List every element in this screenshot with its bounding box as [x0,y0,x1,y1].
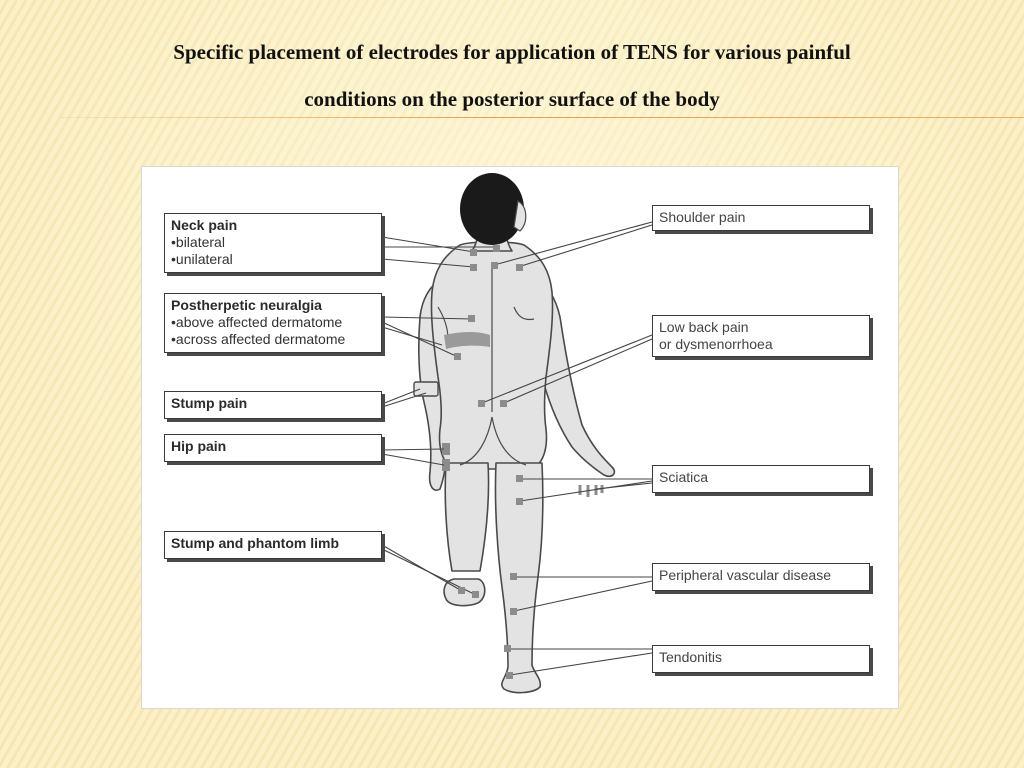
label-postherpetic-neuralgia: Postherpetic neuralgia above affected de… [164,293,382,353]
label-stump-and-phantom-limb: Stump and phantom limb [164,531,382,559]
label-neck-pain: Neck pain bilateral unilateral [164,213,382,273]
postherpetic-heading: Postherpetic neuralgia [171,297,322,313]
sciatica-text: Sciatica [659,469,709,485]
label-tendonitis: Tendonitis [652,645,870,673]
connector-lines [381,221,653,676]
neck-pain-item-unilateral: unilateral [171,251,375,268]
tens-diagram: Neck pain bilateral unilateral Postherpe… [142,167,898,708]
postherpetic-item-across: across affected dermatome [171,331,375,348]
title-divider [60,117,1024,118]
hip-pain-heading: Hip pain [171,438,227,454]
label-peripheral-vascular-disease: Peripheral vascular disease [652,563,870,591]
slide-title-line-1: Specific placement of electrodes for app… [173,40,851,64]
slide-title-line-2: conditions on the posterior surface of t… [304,87,720,111]
low-back-line-1: Low back pain [659,319,749,335]
label-low-back-pain: Low back pain or dysmenorrhoea [652,315,870,357]
stump-arm-pad [413,381,439,397]
label-shoulder-pain: Shoulder pain [652,205,870,231]
dermatome-band [444,332,490,349]
tendonitis-text: Tendonitis [659,649,723,665]
body-illustration [381,173,653,694]
shoulder-pain-text: Shoulder pain [659,209,746,225]
neck-pain-heading: Neck pain [171,217,238,233]
label-stump-pain: Stump pain [164,391,382,419]
hip-electrodes [442,443,450,471]
pvd-text: Peripheral vascular disease [659,567,831,583]
neck-pain-item-bilateral: bilateral [171,234,375,251]
anatomy-lines [437,265,535,466]
head [460,173,527,245]
postherpetic-item-above: above affected dermatome [171,314,375,331]
label-sciatica: Sciatica [652,465,870,493]
label-hip-pain: Hip pain [164,434,382,462]
low-back-line-2: or dysmenorrhoea [659,336,773,352]
electrode-pads [454,245,523,679]
stump-pain-heading: Stump pain [171,395,248,411]
stump-phantom-heading: Stump and phantom limb [171,535,339,551]
